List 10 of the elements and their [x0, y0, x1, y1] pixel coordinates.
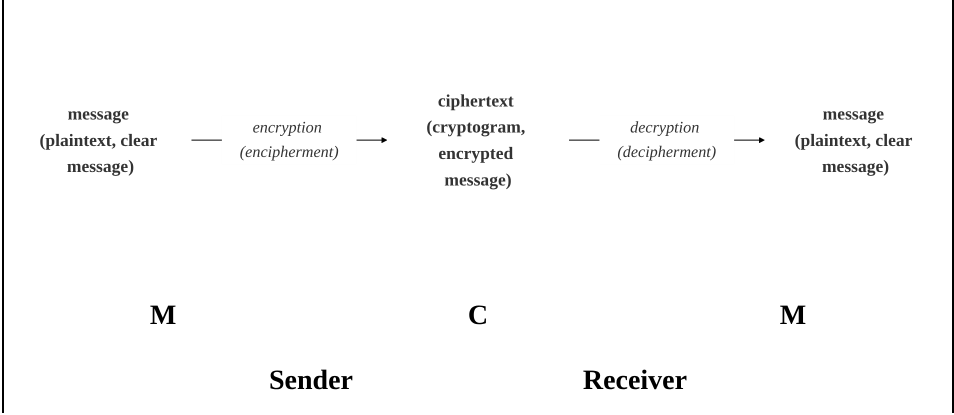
edge-label: encryption (encipherment): [240, 119, 339, 161]
text-label: Receiver: [582, 365, 688, 397]
text-label: M: [150, 300, 176, 332]
node-text: message (plaintext, clear message): [794, 104, 912, 176]
edge-label: decryption (decipherment): [617, 119, 716, 161]
text-label: C: [468, 300, 488, 332]
node-text: message (plaintext, clear message): [40, 104, 157, 176]
text-label: Sender: [268, 365, 353, 397]
node-text: ciphertext (cryptogram, encrypted message): [426, 90, 526, 190]
text-label: M: [780, 300, 806, 332]
